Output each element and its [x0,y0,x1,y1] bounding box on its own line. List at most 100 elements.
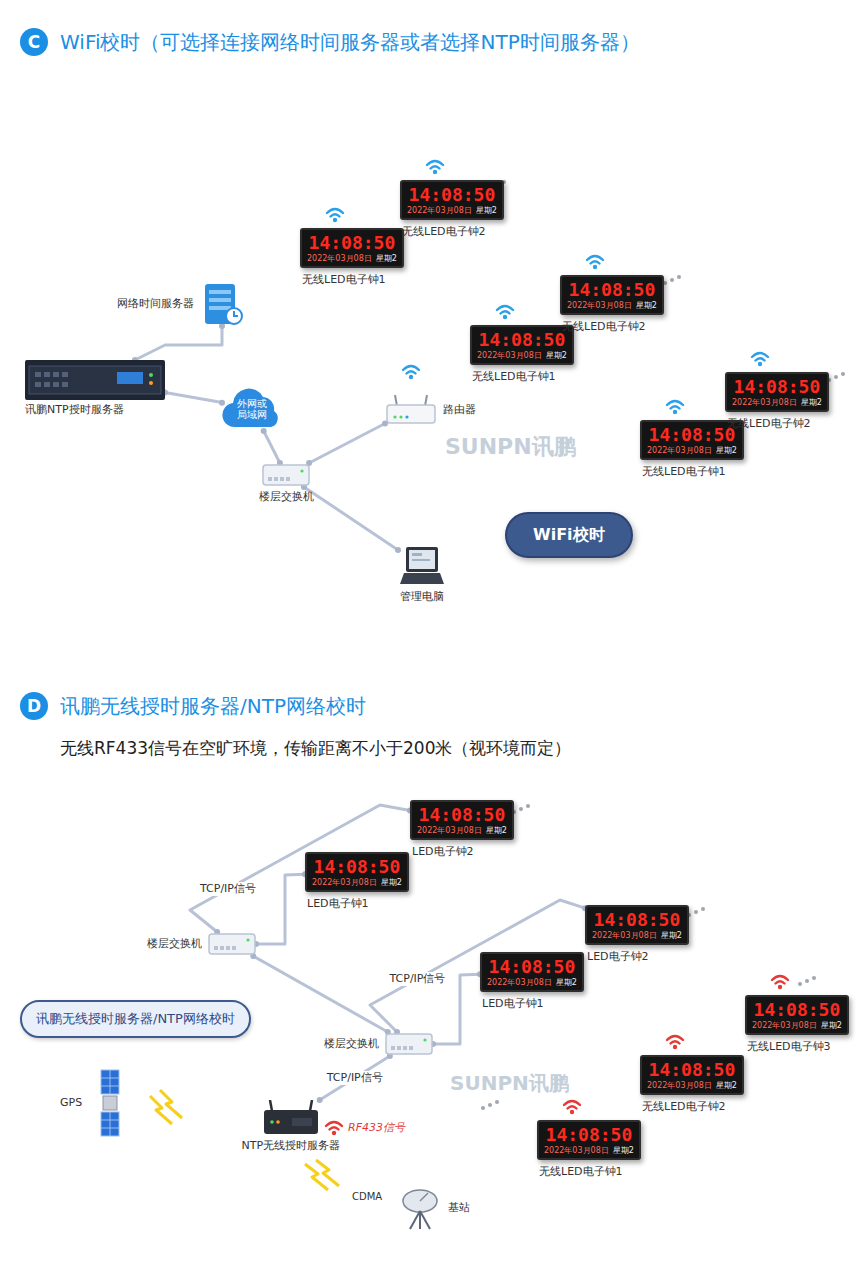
clock-name: 无线LED电子钟1 [302,273,386,287]
clock-date-row: 2022年03月08日星期2 [407,205,497,216]
graphic-part [403,366,419,379]
mode-pill: WiFi校时 [505,512,633,558]
clock-weekday: 星期2 [636,300,657,311]
graphic-part [667,401,683,414]
led-clock: 14:08:502022年03月08日星期2LED电子钟2 [585,905,689,945]
clock-digits: 14:08:50 [477,330,567,350]
graphic-part [834,375,838,379]
led-clock: 14:08:502022年03月08日星期2LED电子钟1 [480,952,584,992]
watermark: SUNPN讯鹏 [450,1070,569,1096]
device-label: 楼层交换机 [259,490,314,504]
clock-digits: 14:08:50 [567,280,657,300]
clock-date: 2022年03月08日 [567,300,632,311]
graphic-part [326,1122,342,1135]
graphic-part [427,161,443,174]
graphic-part [587,256,603,269]
rf-icons [326,976,788,1135]
clock-digits: 14:08:50 [592,910,682,930]
link-label: TCP/IP信号 [197,882,259,896]
graphic-part [564,1101,580,1114]
clock-digits: 14:08:50 [312,857,402,877]
device-label: 楼层交换机 [147,937,202,951]
clock-name: 无线LED电子钟2 [642,1100,726,1114]
clock-name: 无线LED电子钟2 [727,417,811,431]
network-link [264,431,280,463]
badge-text: D [27,696,41,716]
section-badge: C [20,28,48,56]
floor-switch: 楼层交换机 [385,1032,433,1056]
clock-date: 2022年03月08日 [307,253,372,264]
clock-digits: 14:08:50 [647,425,737,445]
graphic-part [841,372,845,376]
signal-label: RF433信号 [348,1121,405,1135]
clock-date-row: 2022年03月08日星期2 [567,300,657,311]
clock-digits: 14:08:50 [417,805,507,825]
device-label: GPS [60,1096,82,1110]
clock-date: 2022年03月08日 [544,1145,609,1156]
clock-name: 无线LED电子钟3 [747,1040,831,1054]
signal-label: CDMA [352,1190,382,1203]
clock-weekday: 星期2 [476,205,497,216]
ntp-server-rack: 讯鹏NTP授时服务器 [25,360,165,400]
network-link [256,874,305,944]
clock-weekday: 星期2 [661,930,682,941]
clock-name: LED电子钟2 [412,845,474,859]
clock-name: 无线LED电子钟1 [642,465,726,479]
clock-date: 2022年03月08日 [477,350,542,361]
graphic-part [667,1036,683,1049]
graphic-part [316,1160,339,1186]
clock-name: LED电子钟2 [587,950,649,964]
graphic-part [526,804,530,808]
clock-weekday: 星期2 [376,253,397,264]
base-station: 基站 [398,1185,442,1231]
clock-weekday: 星期2 [716,1080,737,1091]
clock-digits: 14:08:50 [307,233,397,253]
led-clock: 14:08:502022年03月08日星期2无线LED电子钟1 [300,228,404,268]
graphic-part [694,910,698,914]
wifi-icons [327,161,768,414]
network-link [309,424,385,464]
network-link [320,1056,390,1100]
clock-date-row: 2022年03月08日星期2 [647,1080,737,1091]
device-label: 路由器 [443,403,476,417]
clock-date: 2022年03月08日 [487,977,552,988]
led-clock: 14:08:502022年03月08日星期2无线LED电子钟2 [725,372,829,412]
wireless-time-server: NTP无线授时服务器 [262,1100,320,1136]
clock-date-row: 2022年03月08日星期2 [647,445,737,456]
led-clock: 14:08:502022年03月08日星期2LED电子钟1 [305,852,409,892]
graphic-part [160,1090,182,1118]
clock-date: 2022年03月08日 [417,825,482,836]
management-laptop: 管理电脑 [398,545,446,587]
clock-digits: 14:08:50 [752,1000,842,1020]
clock-date: 2022年03月08日 [312,877,377,888]
clock-date-row: 2022年03月08日星期2 [544,1145,634,1156]
clock-name: 无线LED电子钟2 [562,320,646,334]
network-link [370,900,585,1032]
section-badge: D [20,692,48,720]
ellipsis-dots [481,180,845,1110]
led-clock: 14:08:502022年03月08日星期2无线LED电子钟1 [470,325,574,365]
clock-digits: 14:08:50 [732,377,822,397]
clock-date: 2022年03月08日 [407,205,472,216]
link-label: TCP/IP信号 [387,972,449,986]
network-link [135,326,222,360]
device-label: NTP无线授时服务器 [242,1139,341,1153]
clock-weekday: 星期2 [546,350,567,361]
clock-date: 2022年03月08日 [732,397,797,408]
graphic-part [805,979,809,983]
clock-date-row: 2022年03月08日星期2 [732,397,822,408]
cloud-text: 外网或局域网 [233,398,271,420]
graphic-part [497,306,513,319]
led-clock: 14:08:502022年03月08日星期2无线LED电子钟3 [745,995,849,1035]
graphic-part [481,1106,485,1110]
led-clock: 14:08:502022年03月08日星期2无线LED电子钟2 [400,180,504,220]
section-heading: WiFi校时（可选择连接网络时间服务器或者选择NTP时间服务器） [60,29,640,55]
network-cloud: 外网或局域网 [222,385,282,431]
section-heading: 讯鹏无线授时服务器/NTP网络校时 [60,693,366,719]
link-end-dot [219,400,225,406]
clock-name: 无线LED电子钟2 [402,225,486,239]
clock-date-row: 2022年03月08日星期2 [487,977,577,988]
led-clock: 14:08:502022年03月08日星期2LED电子钟2 [410,800,514,840]
time-server-icon: 网络时间服务器 [200,282,244,326]
clock-name: 无线LED电子钟1 [539,1165,623,1179]
